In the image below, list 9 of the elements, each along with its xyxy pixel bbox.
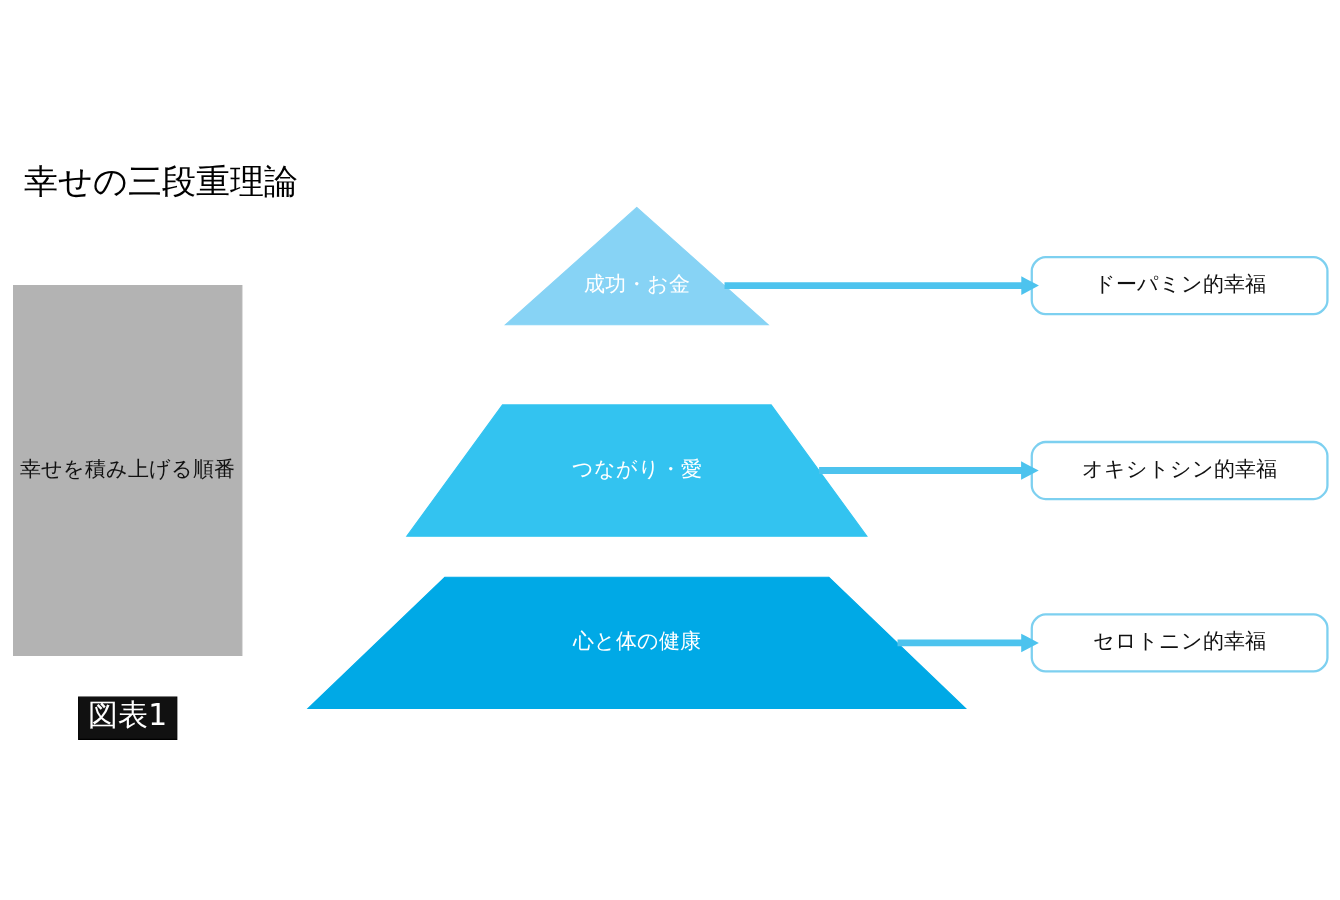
arrow [897, 633, 1039, 653]
arrow [818, 461, 1039, 480]
node-box: 幸せを積み上げる順番 [12, 285, 242, 657]
label: 図表1 [87, 697, 167, 733]
diagram-title: 幸せの三段重理論 [23, 160, 298, 201]
node-box: オキシトシン的幸福 [1030, 440, 1329, 501]
arrow [724, 276, 1039, 295]
node-box: ドーパミン的幸福 [1030, 255, 1329, 316]
node-box: セロトニン的幸福 [1030, 613, 1329, 673]
